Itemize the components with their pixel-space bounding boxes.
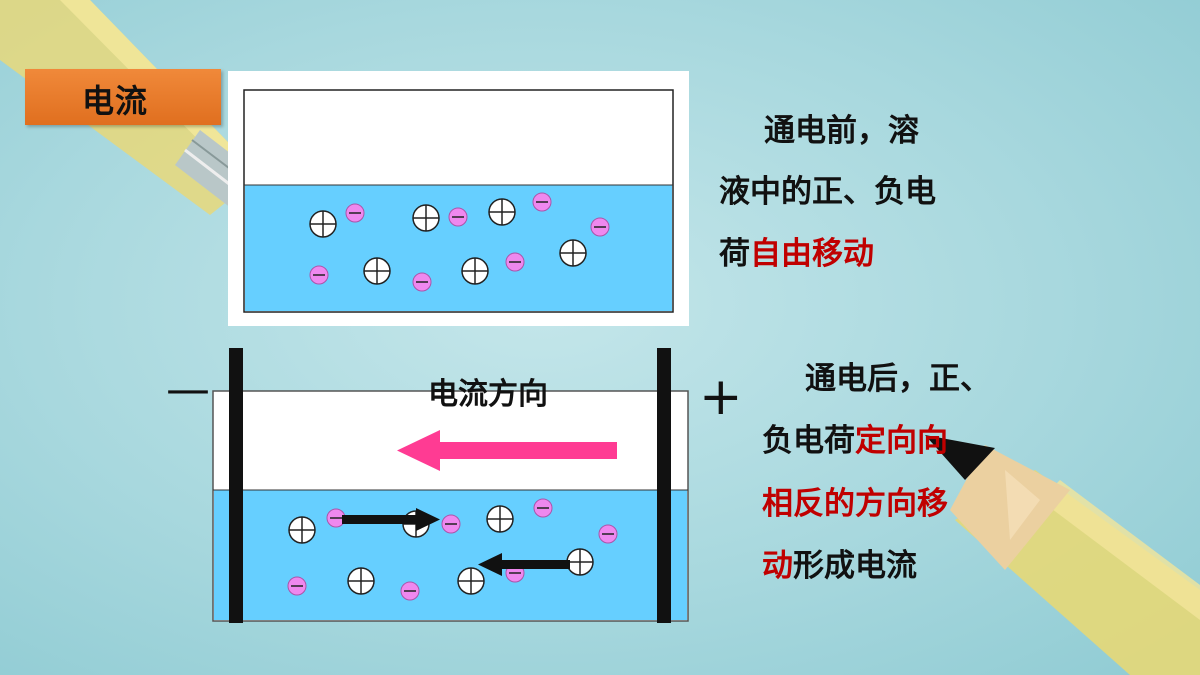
negative-ion — [505, 252, 525, 272]
positive-ion — [566, 548, 594, 576]
negative-ion — [309, 265, 329, 285]
positive-sign: + — [699, 367, 743, 427]
beaker-after — [212, 348, 689, 623]
positive-ion — [559, 239, 587, 267]
current-direction-label: 电流方向 — [428, 377, 548, 412]
negative-ion — [412, 272, 432, 292]
after-line-2-highlight: 定向向 — [855, 423, 948, 459]
negative-ion — [400, 581, 420, 601]
negative-electrode — [229, 348, 243, 623]
after-line-2-black: 负电荷 — [762, 423, 855, 459]
after-line-1: 通电后，正、 — [805, 361, 991, 397]
positive-ion — [461, 257, 489, 285]
before-line-3: 荷自由移动 — [719, 239, 874, 270]
before-line-3-black: 荷 — [719, 236, 750, 272]
negative-ion — [590, 217, 610, 237]
negative-ion — [533, 498, 553, 518]
before-line-1: 通电前，溶 — [764, 113, 919, 149]
after-line-4-highlight: 动 — [762, 548, 793, 584]
negative-ion — [441, 514, 461, 534]
positive-ion — [488, 198, 516, 226]
negative-ion — [345, 203, 365, 223]
positive-ion-motion-arrow — [478, 553, 570, 576]
negative-ion — [598, 524, 618, 544]
positive-ion — [363, 257, 391, 285]
negative-ion — [287, 576, 307, 596]
beaker-before — [228, 71, 689, 326]
after-line-2: 负电荷定向向 — [762, 426, 948, 457]
before-line-2: 液中的正、负电 — [719, 174, 936, 210]
positive-ion — [347, 567, 375, 595]
slide-title: 电流 — [82, 82, 149, 120]
positive-ion — [288, 516, 316, 544]
negative-ion — [532, 192, 552, 212]
positive-ion — [457, 567, 485, 595]
after-line-4-black: 形成电流 — [793, 548, 917, 584]
after-line-3: 相反的方向移 — [762, 486, 948, 522]
negative-sign: — — [166, 364, 210, 415]
current-direction-arrow — [397, 430, 617, 471]
positive-electrode — [657, 348, 671, 623]
negative-ion-motion-arrow — [342, 508, 440, 531]
negative-ion — [448, 207, 468, 227]
before-highlight: 自由移动 — [750, 236, 874, 272]
positive-ion — [309, 210, 337, 238]
positive-ion — [486, 505, 514, 533]
title-tab — [25, 69, 221, 125]
after-line-4: 动形成电流 — [762, 551, 917, 582]
positive-ion — [412, 204, 440, 232]
